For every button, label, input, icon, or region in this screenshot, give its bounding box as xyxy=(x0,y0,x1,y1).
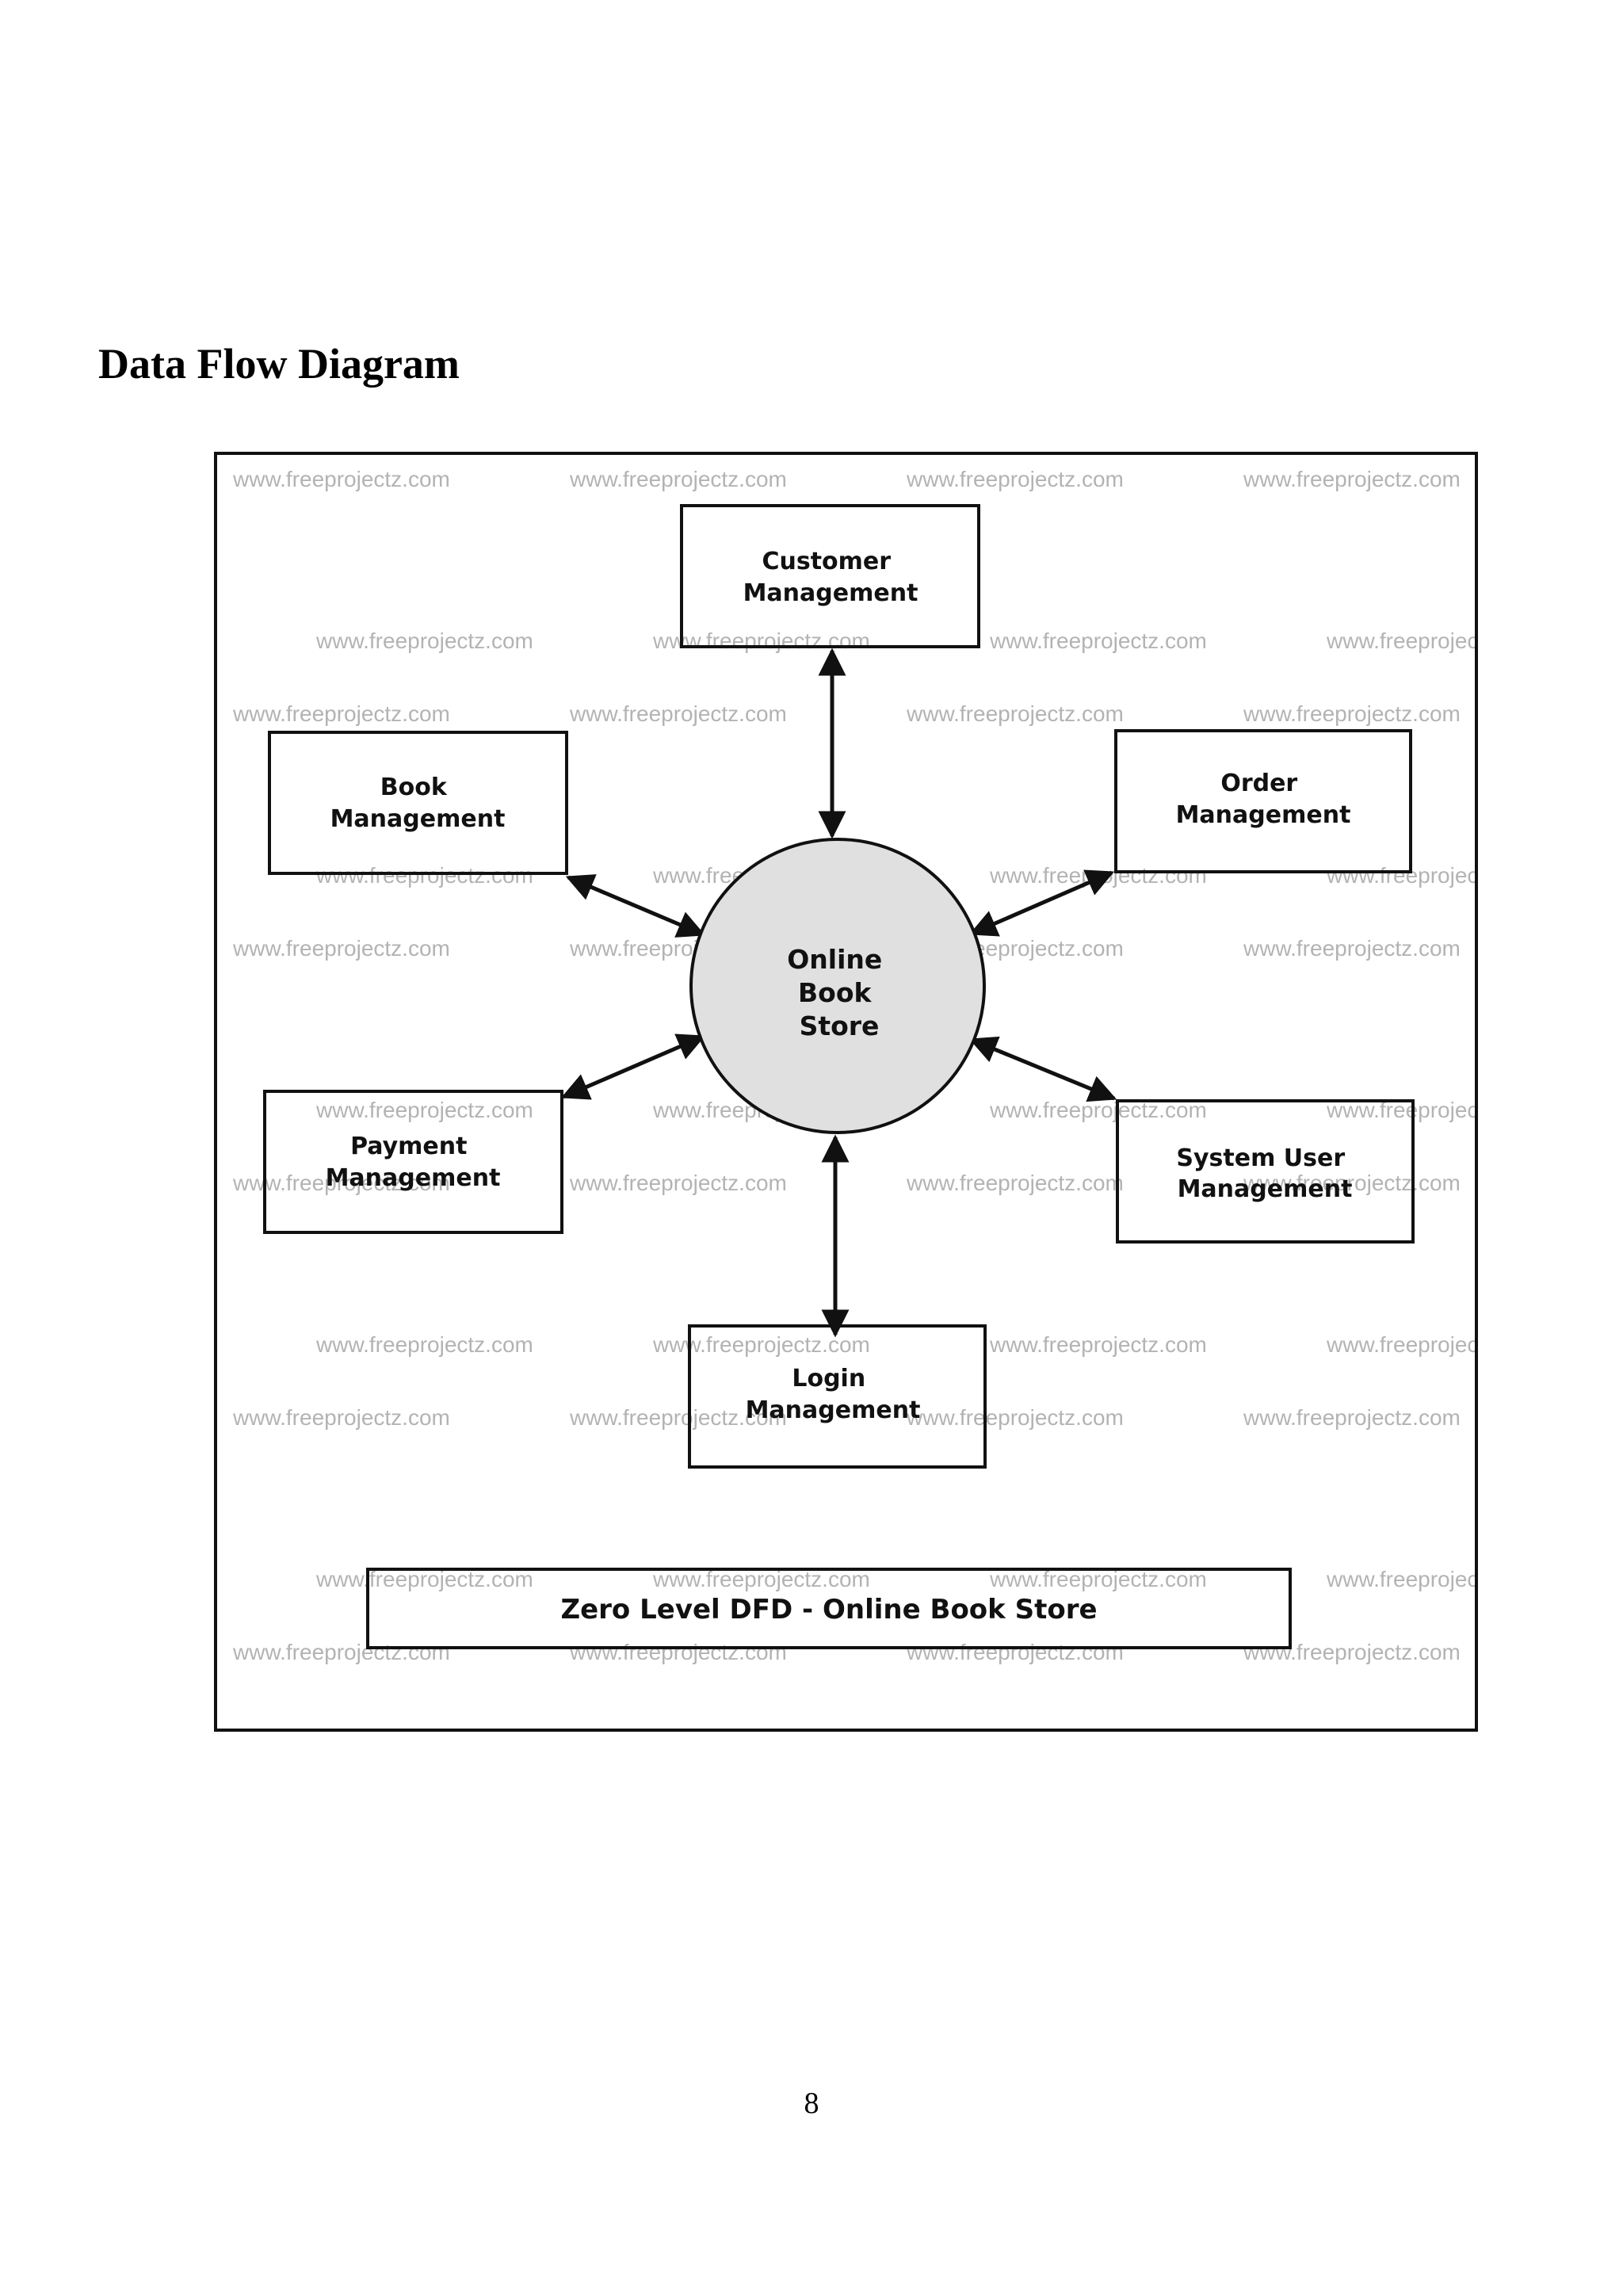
watermark-text: www.freeprojectz.com xyxy=(989,863,1207,888)
central-process-line-3: Store xyxy=(800,1010,880,1041)
entity-login: Login Management xyxy=(688,1324,987,1469)
entity-customer-box xyxy=(680,504,980,648)
entity-payment-line-2: Management xyxy=(326,1164,501,1192)
entity-customer-line-1: Customer xyxy=(762,548,891,575)
watermark-text: www.freeprojectz.com xyxy=(569,701,787,726)
watermark-text: www.freeprojectz.com xyxy=(315,1098,533,1122)
watermark-text: www.freeprojectz.com xyxy=(232,936,450,961)
watermark-text: www.freeprojectz.com xyxy=(906,1405,1124,1430)
watermark-text: www.freeprojectz.com xyxy=(569,1171,787,1195)
page-number: 8 xyxy=(804,2087,819,2120)
central-process-circle xyxy=(689,838,986,1134)
watermark-text: www.freeprojectz.com xyxy=(1243,936,1461,961)
watermark-text: www.freeprojectz.com xyxy=(1326,1567,1475,1591)
watermark-text: www.freeprojectz.com xyxy=(989,628,1207,653)
entity-order-line-2: Management xyxy=(1176,801,1351,829)
svg-text:Book Management: Book Management xyxy=(330,774,506,833)
watermark-text: www.freeprojectz.com xyxy=(652,628,870,653)
watermark-text: www.freeprojectz.com xyxy=(569,467,787,491)
watermark-text: www.freeprojectz.com xyxy=(232,1405,450,1430)
watermark-text: www.freeprojectz.com xyxy=(1243,1171,1461,1195)
svg-text:Login Management: Login Management xyxy=(746,1365,921,1424)
svg-text:Order Management: Order Management xyxy=(1176,770,1351,829)
watermark-text: www.freeprojectz.com xyxy=(569,1405,787,1430)
entity-book-line-2: Management xyxy=(330,805,506,833)
entity-book: Book Management xyxy=(268,731,568,875)
entity-system-user-line-2: Management xyxy=(1178,1175,1353,1203)
watermark-text: www.freeprojectz.com xyxy=(315,1332,533,1357)
watermark-text: www.freeprojectz.com xyxy=(232,1171,450,1195)
watermark-text: www.freeprojectz.com xyxy=(315,628,533,653)
flow-payment xyxy=(560,1033,706,1100)
watermark-text: www.freeprojectz.com xyxy=(1243,467,1461,491)
central-process: Online Book Store xyxy=(689,838,986,1134)
watermark-text: www.freeprojectz.com xyxy=(315,1567,533,1591)
watermark-text: www.freeprojectz.com xyxy=(232,1640,450,1664)
watermark-text: www.freeprojectz.com xyxy=(906,467,1124,491)
watermark-text: www.freeprojectz.com xyxy=(315,863,533,888)
entity-customer-line-2: Management xyxy=(743,579,918,607)
svg-text:Payment Management: Payment Management xyxy=(326,1133,501,1192)
entity-payment-line-1: Payment xyxy=(350,1133,467,1160)
central-process-line-1: Online xyxy=(787,944,882,975)
diagram-caption: Zero Level DFD - Online Book Store xyxy=(366,1568,1292,1649)
diagram-caption-box xyxy=(366,1568,1292,1649)
central-process-line-2: Book xyxy=(798,977,872,1008)
entity-system-user-line-1: System User xyxy=(1176,1144,1345,1172)
entity-order-box xyxy=(1114,729,1412,873)
watermark-text: www.freeprojectz.com xyxy=(652,1332,870,1357)
watermark-text: www.freeprojectz.com xyxy=(1326,863,1475,888)
entity-payment-box xyxy=(263,1090,563,1234)
entity-payment: Payment Management xyxy=(263,1090,563,1234)
watermark-text: www.freeprojectz.com xyxy=(1243,1405,1461,1430)
entity-login-line-2: Management xyxy=(746,1396,921,1424)
watermark-text: www.freeprojectz.com xyxy=(652,1567,870,1591)
watermark-layer: www.freeprojectz.com www.freeprojectz.com… xyxy=(232,467,1475,1664)
watermark-text: www.freeprojectz.com xyxy=(989,1567,1207,1591)
entity-order: Order Management xyxy=(1114,729,1412,873)
flow-system-user xyxy=(968,1036,1117,1102)
entity-customer: Customer Management xyxy=(680,504,980,648)
watermark-text: www.freeprojectz.com xyxy=(906,1640,1124,1664)
diagram-caption-text: Zero Level DFD - Online Book Store xyxy=(560,1594,1097,1626)
watermark-text: www.freeprojectz.com xyxy=(569,1640,787,1664)
flow-order xyxy=(968,869,1115,937)
entity-login-box xyxy=(688,1324,987,1469)
entity-login-line-1: Login xyxy=(792,1365,865,1392)
flow-book xyxy=(565,874,706,938)
watermark-text: www.freeprojectz.com xyxy=(232,467,450,491)
dfd-figure: www.freeprojectz.com www.freeprojectz.com… xyxy=(214,452,1478,1732)
entity-book-box xyxy=(268,731,568,875)
svg-text:Online Book St: Online Book Store xyxy=(787,944,892,1041)
watermark-text: www.freeprojectz.com xyxy=(906,1171,1124,1195)
watermark-text: www.freeprojectz.com xyxy=(989,1332,1207,1357)
entity-system-user-box xyxy=(1116,1099,1415,1244)
data-flows xyxy=(560,648,1117,1338)
watermark-text: www.freeprojectz.com xyxy=(1326,1332,1475,1357)
page-heading: Data Flow Diagram xyxy=(98,340,460,388)
svg-text:Customer Management: Customer Management xyxy=(743,548,918,607)
entity-book-line-1: Book xyxy=(380,774,448,801)
watermark-text: www.freeprojectz.com xyxy=(1243,701,1461,726)
svg-text:System User Management: System User Management xyxy=(1176,1144,1353,1203)
entity-system-user: System User Management xyxy=(1116,1099,1415,1244)
watermark-text: www.freeprojectz.com xyxy=(232,701,450,726)
entity-order-line-1: Order xyxy=(1220,770,1297,797)
dfd-canvas: www.freeprojectz.com www.freeprojectz.com… xyxy=(232,467,1475,1664)
watermark-text: www.freeprojectz.com xyxy=(1326,628,1475,653)
watermark-text: www.freeprojectz.com xyxy=(1243,1640,1461,1664)
watermark-text: www.freeprojectz.com xyxy=(906,701,1124,726)
